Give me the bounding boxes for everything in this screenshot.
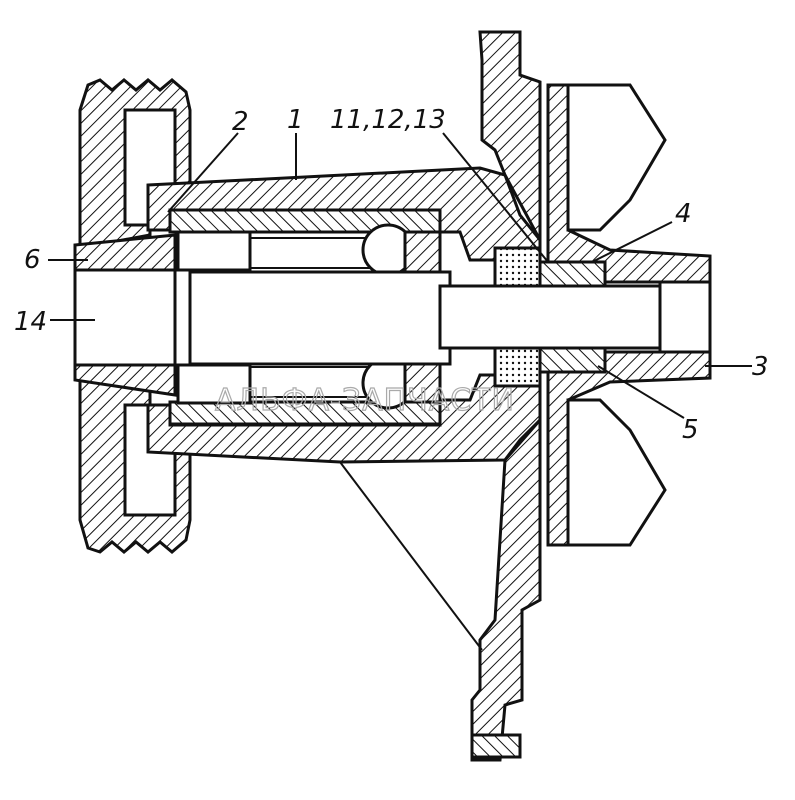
callout-1: 1 [287,105,304,135]
callout-11-12-13: 11,12,13 [330,105,446,135]
watermark-text: АЛЬФА-ЗАПЧАСТИ [215,383,515,418]
bearing-sleeve [168,208,442,426]
callout-3: 3 [752,352,769,382]
callout-4: 4 [675,199,692,229]
callout-6: 6 [24,245,41,275]
bearing-elements [176,223,442,410]
callout-5: 5 [682,415,699,445]
leader-lines [48,132,752,651]
impeller [546,83,712,547]
callout-2: 2 [232,107,249,137]
callout-14: 14 [14,307,47,337]
